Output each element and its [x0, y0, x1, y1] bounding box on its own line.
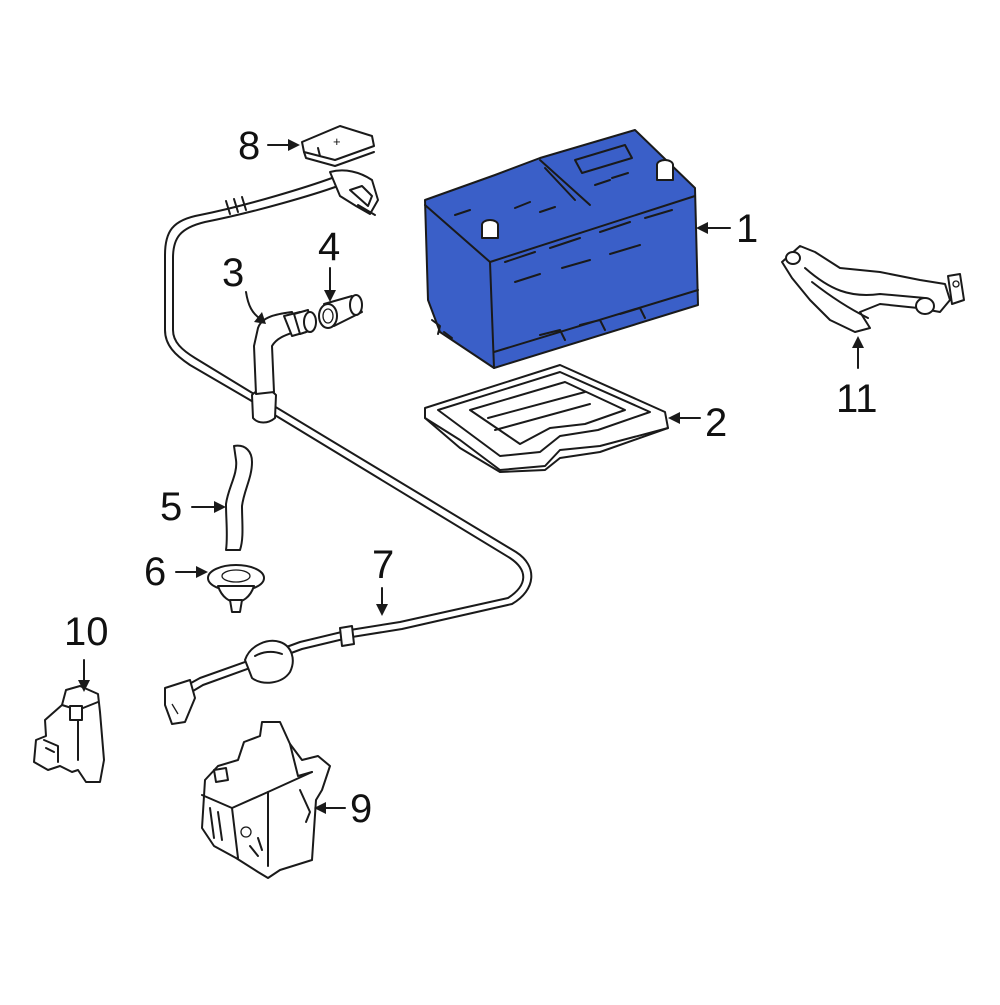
grommet[interactable]	[207, 564, 265, 613]
callout-arrows	[78, 139, 864, 814]
battery-cover-symbol: +	[333, 134, 341, 149]
callout-11: 11	[836, 377, 878, 421]
vent-plug[interactable]	[318, 294, 363, 329]
callout-9: 9	[350, 787, 372, 831]
hold-down-bracket[interactable]	[781, 245, 965, 333]
callout-8: 8	[238, 124, 260, 168]
vent-hose-elbow[interactable]	[253, 309, 317, 395]
vent-hose[interactable]	[225, 444, 253, 551]
battery-tray[interactable]	[424, 364, 669, 473]
callout-6: 6	[144, 550, 166, 594]
battery[interactable]	[424, 129, 699, 369]
relay[interactable]	[33, 685, 105, 783]
callout-2: 2	[705, 401, 727, 445]
fuse-box[interactable]	[201, 721, 331, 879]
callout-labels: 1 2 3 4 5 6 7 8 9 10 11	[64, 124, 878, 831]
battery-body	[424, 129, 699, 369]
callout-10: 10	[64, 610, 109, 654]
callout-5: 5	[160, 485, 182, 529]
ground-cable[interactable]	[164, 169, 533, 725]
callout-7: 7	[372, 543, 394, 587]
callout-4: 4	[318, 225, 340, 269]
callout-3: 3	[222, 251, 244, 295]
callout-1: 1	[736, 207, 758, 251]
terminal-cover[interactable]: +	[301, 125, 375, 167]
